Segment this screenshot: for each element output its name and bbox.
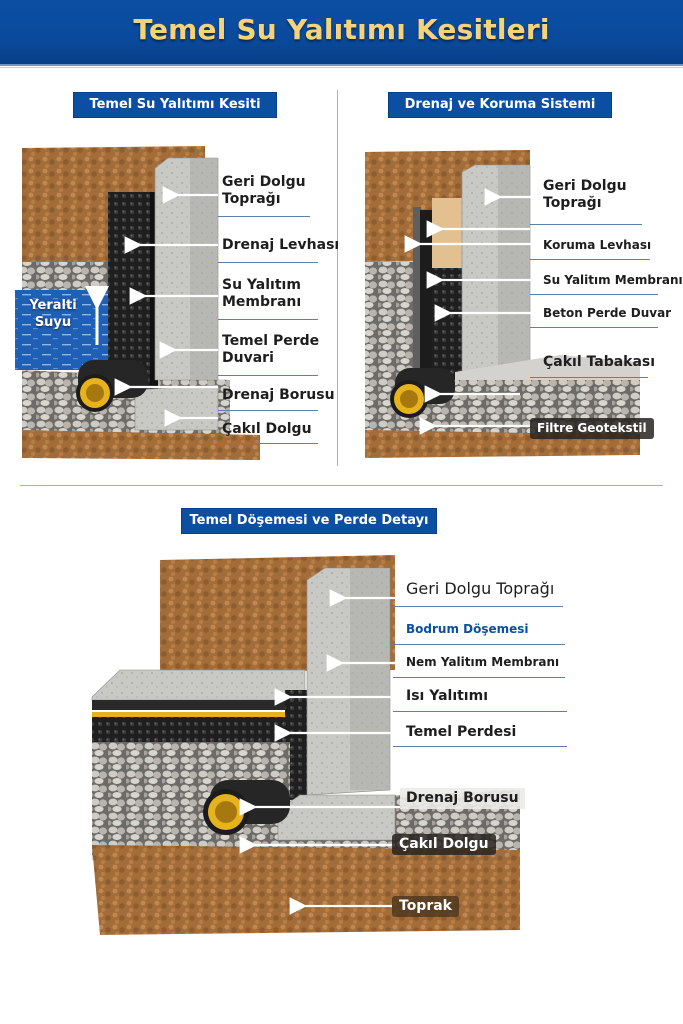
panel1-title: Temel Su Yalıtımı Kesiti	[73, 92, 277, 118]
p1-underline	[218, 375, 318, 376]
groundwater-label: Yeralti Suyu	[22, 297, 84, 331]
p3-label-backfill-soil: Geri Dolgu Toprağı	[406, 579, 555, 598]
p3-label-foundation-wall: Temel Perdesi	[406, 724, 517, 740]
p1-underline	[218, 262, 318, 263]
header-banner: Temel Su Yalıtımı Kesitleri	[0, 0, 683, 66]
page-title: Temel Su Yalıtımı Kesitleri	[133, 13, 550, 46]
p3-label-gravel-fill: Çakıl Dolgu	[392, 834, 496, 855]
p1-label-gravel-fill: Çakıl Dolgu	[222, 421, 312, 437]
vertical-divider	[337, 90, 338, 466]
p1-underline	[218, 319, 318, 320]
panel2-title: Drenaj ve Koruma Sistemi	[388, 92, 612, 118]
p2-label-backfill-line1: Geri Dolgu	[543, 178, 627, 194]
p2-label-waterproof-membrane: Su Yalitım Membranı	[543, 273, 683, 287]
p2-label-concrete-wall: Beton Perde Duvar	[543, 306, 672, 320]
p2-label-backfill-line2: Toprağı	[543, 195, 602, 211]
p1-label-foundation-wall: Temel Perde Duvari	[222, 333, 319, 367]
p1-label-wall-line2: Duvari	[222, 350, 274, 366]
p2-label-backfill-soil: Geri Dolgu Toprağı	[543, 178, 627, 212]
p1-label-drainage-board: Drenaj Levhası	[222, 237, 340, 253]
p2-underline	[530, 224, 642, 225]
p1-underline	[218, 410, 318, 411]
header-divider	[0, 67, 683, 68]
p2-underline	[530, 327, 658, 328]
p2-underline	[530, 294, 658, 295]
p3-underline	[393, 606, 563, 607]
groundwater-label-line2: Suyu	[34, 315, 72, 330]
p3-underline	[393, 746, 567, 747]
p3-underline	[393, 644, 565, 645]
p1-label-backfill-line1: Geri Dolgu	[222, 174, 306, 190]
p2-underline	[530, 377, 648, 378]
p1-label-backfill-line2: Toprağı	[222, 191, 281, 207]
p3-underline	[393, 677, 565, 678]
p2-label-filter-geotextile: Filtre Geotekstil	[530, 418, 654, 439]
p3-underline	[393, 711, 567, 712]
p1-label-drain-pipe: Drenaj Borusu	[222, 387, 335, 403]
panel3-arrows	[239, 589, 400, 915]
p3-label-thermal-insulation: Isı Yalıtımı	[406, 688, 488, 704]
panel3-title: Temel Döşemesi ve Perde Detayı	[181, 508, 437, 534]
panel3-drawing	[91, 555, 520, 935]
p3-label-soil: Toprak	[392, 896, 459, 917]
p1-underline	[218, 443, 318, 444]
p1-label-wall-line1: Temel Perde	[222, 333, 320, 349]
p3-label-moisture-membrane: Nem Yalitım Membranı	[406, 655, 560, 669]
p1-label-membrane-line2: Membranı	[222, 294, 302, 310]
panel1-arrows	[114, 186, 218, 427]
p1-underline	[218, 216, 310, 217]
p1-label-waterproof-membrane: Su Yalıtım Membranı	[222, 277, 301, 311]
horizontal-divider	[20, 485, 663, 486]
p1-label-membrane-line1: Su Yalıtım	[222, 277, 301, 293]
p2-label-gravel-layer: Çakıl Tabakası	[543, 354, 656, 370]
p3-label-drain-pipe: Drenaj Borusu	[400, 788, 525, 809]
p2-label-protection-board: Koruma Levhası	[543, 238, 652, 252]
p3-label-basement-slab: Bodrum Döşemesi	[406, 622, 529, 636]
groundwater-label-line1: Yeralti	[29, 298, 77, 313]
panel2-arrows	[404, 188, 537, 435]
p1-label-backfill-soil: Geri Dolgu Toprağı	[222, 174, 306, 208]
p2-underline	[530, 259, 650, 260]
